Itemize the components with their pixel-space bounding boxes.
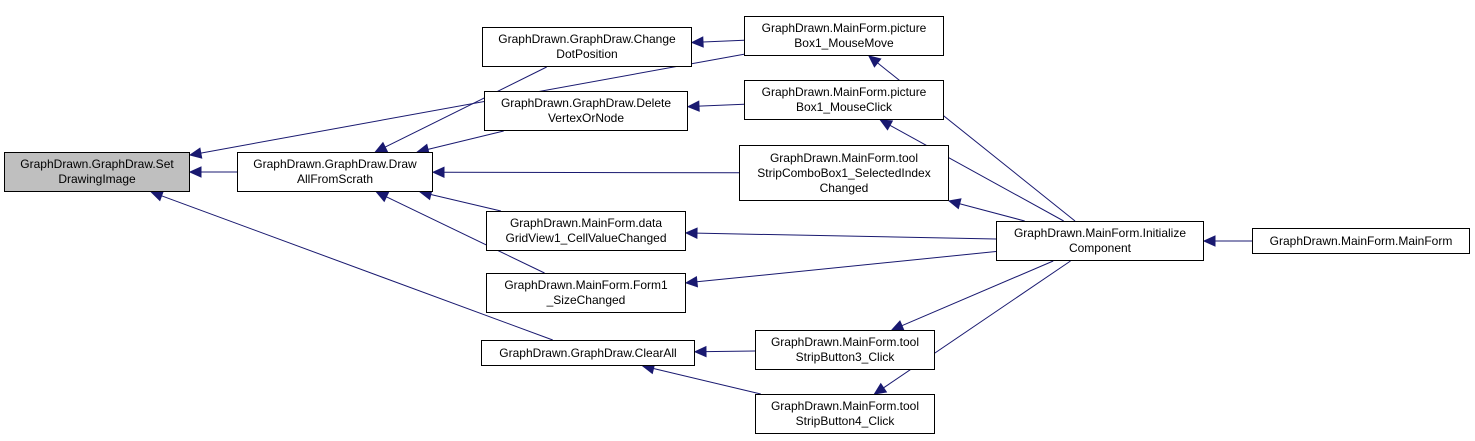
edge-arrowhead [188, 147, 203, 159]
node-datagridview-cell-value-changed[interactable]: GraphDrawn.MainForm.data GridView1_CellV… [486, 211, 686, 251]
node-label: GraphDrawn.MainForm.tool StripButton3_Cl… [770, 335, 920, 364]
node-initialize-component[interactable]: GraphDrawn.MainForm.Initialize Component [996, 221, 1204, 261]
edge-changeDot-to-drawAll [384, 66, 547, 148]
edge-arrowhead [374, 141, 389, 153]
edge-mouseMove-to-changeDot [702, 39, 745, 43]
edge-arrowhead [188, 166, 202, 178]
edge-arrowhead [684, 275, 699, 288]
edge-initComp-to-dataGrid [696, 232, 997, 240]
edge-clearAll-to-setDrawingImage [161, 195, 553, 341]
edge-arrowhead [431, 166, 445, 178]
node-picturebox-mouse-move[interactable]: GraphDrawn.MainForm.picture Box1_MouseMo… [744, 16, 944, 56]
node-label: GraphDrawn.GraphDraw.Set DrawingImage [20, 157, 174, 186]
node-label: GraphDrawn.GraphDraw.Draw AllFromScrath [253, 157, 417, 186]
node-main-form[interactable]: GraphDrawn.MainForm.MainForm [1252, 228, 1470, 254]
edge-dataGrid-to-drawAll [430, 194, 502, 212]
node-set-drawing-image[interactable]: GraphDrawn.GraphDraw.Set DrawingImage [4, 152, 190, 192]
edge-mouseClick-to-deleteVertex [698, 103, 745, 107]
edge-arrowhead [693, 345, 707, 358]
node-label: GraphDrawn.MainForm.picture Box1_MouseMo… [761, 21, 927, 50]
node-label: GraphDrawn.MainForm.MainForm [1269, 233, 1453, 248]
node-toolstripbutton4-click[interactable]: GraphDrawn.MainForm.tool StripButton4_Cl… [755, 394, 935, 434]
node-toolstripcombobox-selected-index-changed[interactable]: GraphDrawn.MainForm.tool StripComboBox1_… [739, 145, 949, 201]
node-label: GraphDrawn.MainForm.Form1 _SizeChanged [504, 278, 668, 307]
edge-button3-to-clearAll [705, 350, 756, 353]
edge-button4-to-clearAll [653, 368, 761, 395]
node-label: GraphDrawn.MainForm.Initialize Component [1013, 226, 1187, 255]
node-label: GraphDrawn.GraphDraw.Change DotPosition [498, 32, 676, 61]
node-label: GraphDrawn.MainForm.tool StripButton4_Cl… [770, 399, 920, 428]
edge-arrowhead [690, 36, 704, 48]
node-label: GraphDrawn.MainForm.data GridView1_CellV… [505, 216, 667, 245]
edge-initComp-to-form1Size [696, 251, 997, 283]
node-change-dot-position[interactable]: GraphDrawn.GraphDraw.Change DotPosition [482, 27, 692, 67]
edge-initComp-to-comboBox [959, 203, 1025, 222]
edge-arrowhead [879, 119, 894, 131]
edge-arrowhead [947, 198, 962, 210]
node-label: GraphDrawn.GraphDraw.ClearAll [499, 345, 677, 360]
node-toolstripbutton3-click[interactable]: GraphDrawn.MainForm.tool StripButton3_Cl… [755, 330, 935, 370]
edge-form1Size-to-drawAll [386, 196, 545, 274]
edge-initComp-to-button3 [901, 260, 1054, 327]
node-draw-all-from-scrath[interactable]: GraphDrawn.GraphDraw.Draw AllFromScrath [237, 152, 433, 192]
node-label: GraphDrawn.GraphDraw.Delete VertexOrNode [500, 96, 672, 125]
edge-arrowhead [868, 55, 882, 68]
node-label: GraphDrawn.MainForm.picture Box1_MouseCl… [761, 85, 927, 114]
edge-arrowhead [375, 191, 390, 203]
node-form1-size-changed[interactable]: GraphDrawn.MainForm.Form1 _SizeChanged [486, 273, 686, 313]
node-delete-vertex-or-node[interactable]: GraphDrawn.GraphDraw.Delete VertexOrNode [484, 91, 688, 131]
edge-arrowhead [686, 100, 700, 112]
edge-arrowhead [684, 227, 698, 239]
edge-initComp-to-mouseClick [889, 124, 1064, 222]
edge-arrowhead [1202, 235, 1216, 247]
edge-arrowhead [150, 190, 165, 202]
edge-arrowhead [873, 382, 888, 395]
edge-deleteVertex-to-drawAll [427, 130, 504, 150]
node-clear-all[interactable]: GraphDrawn.GraphDraw.ClearAll [481, 340, 695, 366]
node-picturebox-mouse-click[interactable]: GraphDrawn.MainForm.picture Box1_MouseCl… [744, 80, 944, 120]
node-label: GraphDrawn.MainForm.tool StripComboBox1_… [757, 150, 931, 195]
edge-comboBox-to-drawAll [443, 171, 740, 174]
edge-arrowhead [890, 320, 905, 331]
